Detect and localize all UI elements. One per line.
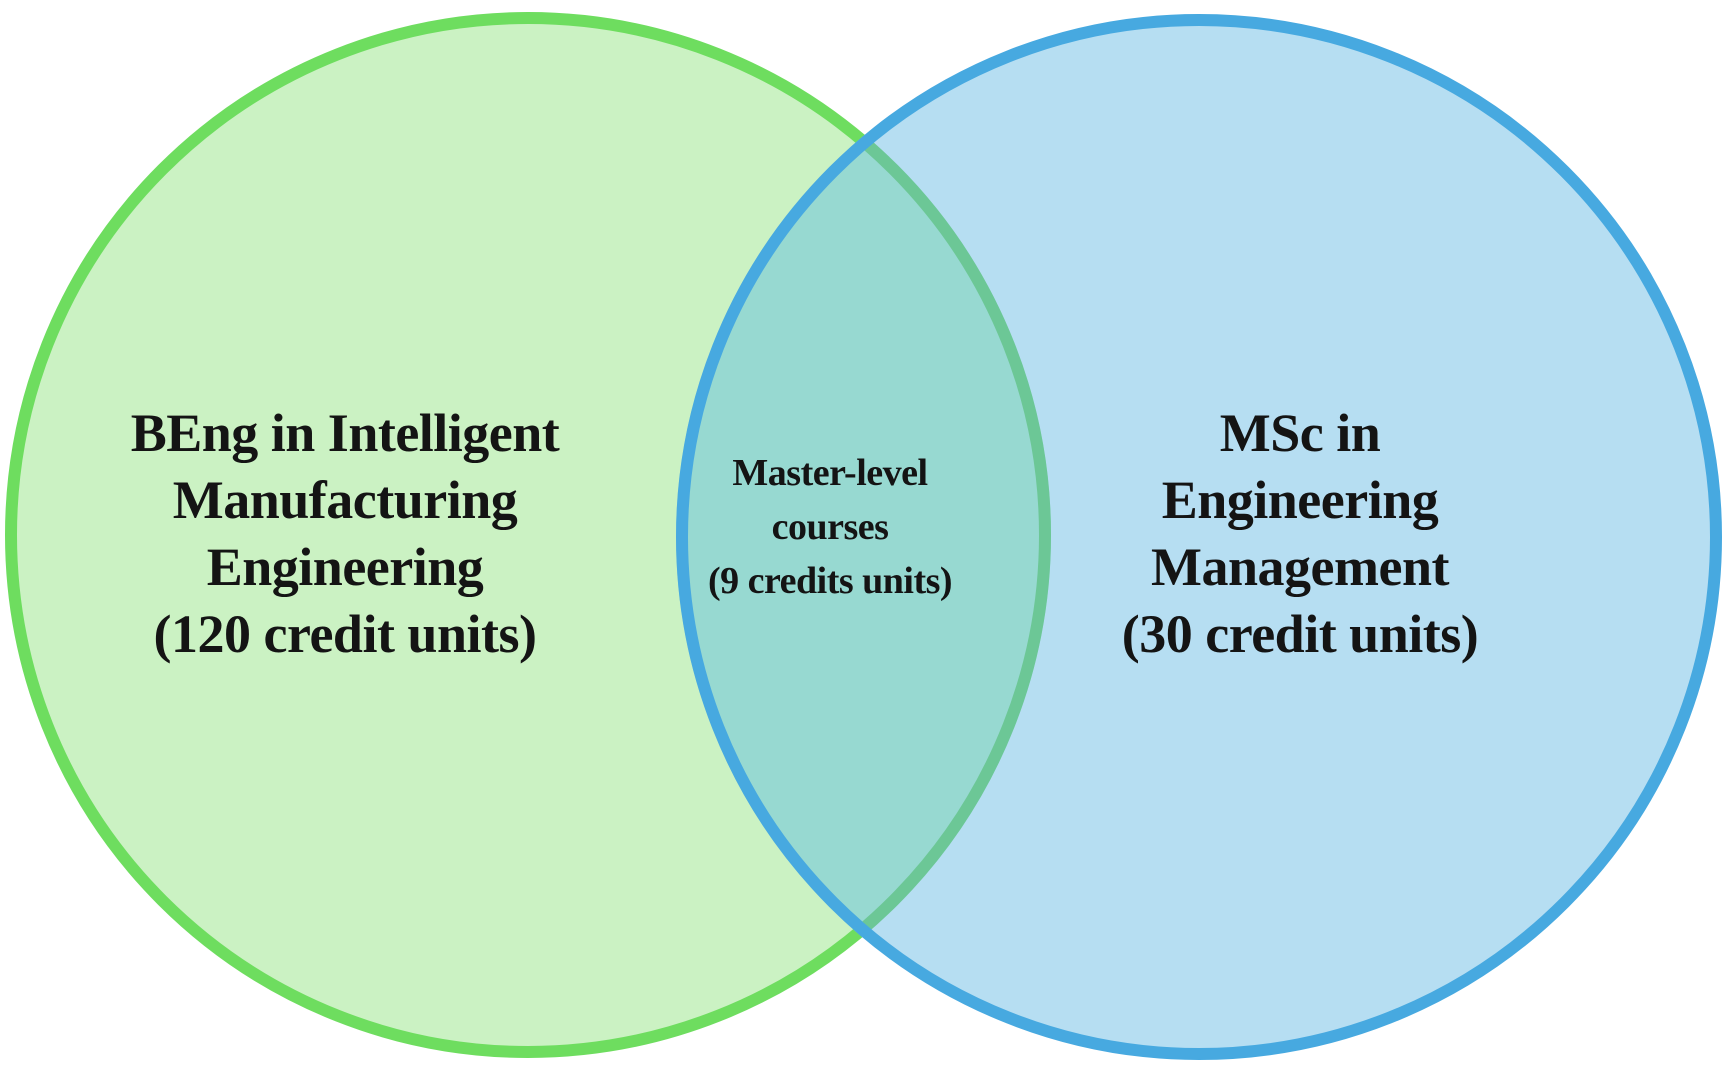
overlap-region xyxy=(676,14,1051,1058)
right-circle-label: MSc in Engineering Management (30 credit… xyxy=(1121,403,1479,664)
overlap-label: Master-level courses (9 credits units) xyxy=(707,452,953,602)
left-circle-arc-in-overlap xyxy=(676,14,1051,1058)
right-circle-outline xyxy=(676,14,1722,1060)
left-circle-label: BEng in Intelligent Manufacturing Engine… xyxy=(130,403,560,664)
